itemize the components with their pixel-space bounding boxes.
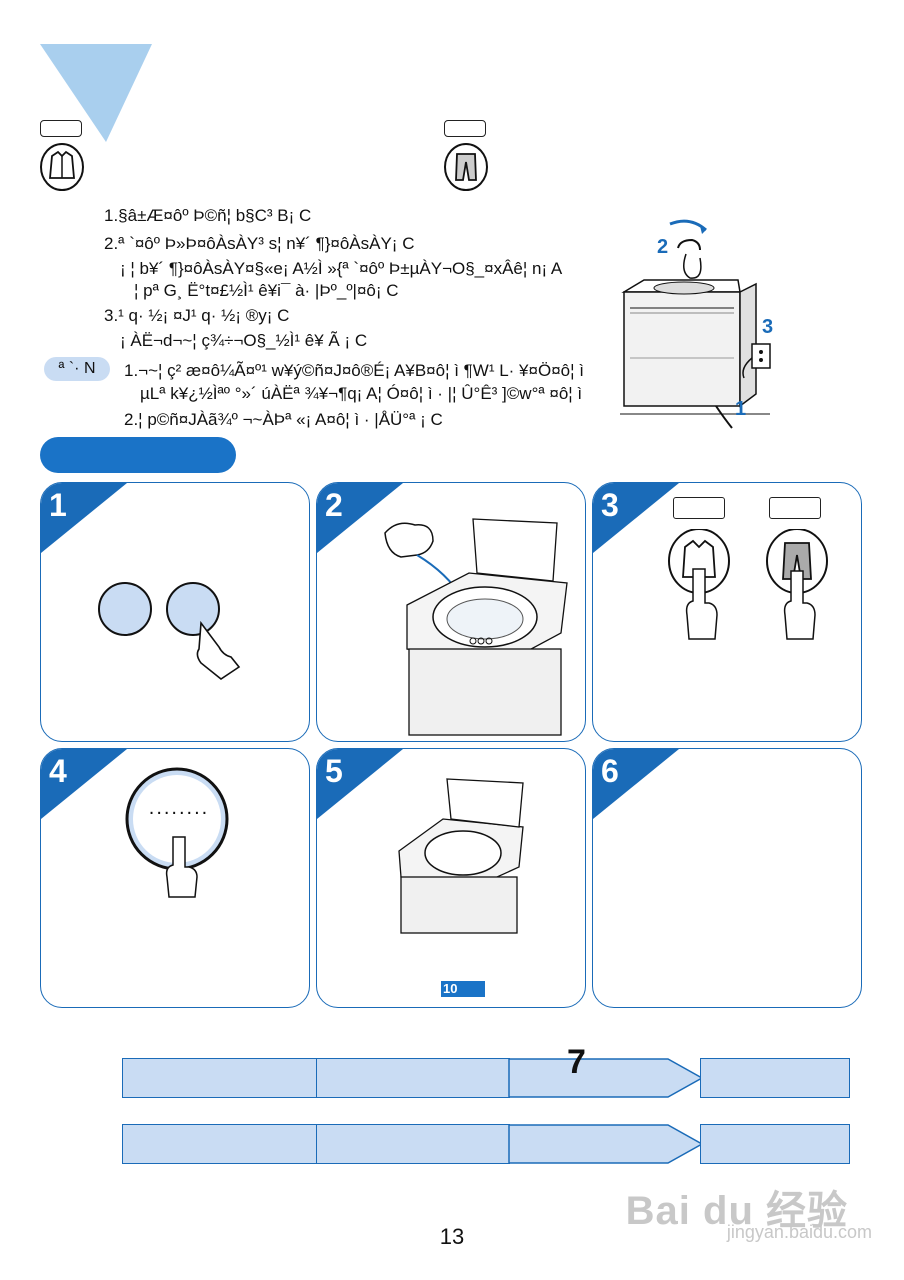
mode-select-box-right <box>769 497 821 519</box>
trousers-icon <box>444 143 488 191</box>
step-number: 5 <box>325 753 343 789</box>
start-button-press-illustration <box>125 767 229 898</box>
page-number: 13 <box>439 1224 465 1249</box>
step-number: 3 <box>601 487 619 523</box>
step-7-label: 7 <box>567 1043 586 1081</box>
instruction-line-2a: ¡ ¦ b¥´ ¶}¤ôÀsÀY¤§«e¡ A½Ì »{ª `¤ôº Þ±µÀY… <box>120 259 563 278</box>
note-line-1b: µLª k¥¿½Ìªº °»´ úÀËª ¾¥¬¶q¡ A¦ Ó¤ô¦ ì · … <box>140 384 583 403</box>
step-number: 1 <box>49 487 67 523</box>
washing-machine-setup-illustration <box>620 219 771 429</box>
note-badge: ª `· N <box>44 357 110 381</box>
step-number: 6 <box>601 753 619 789</box>
two-buttons-press-illustration <box>98 582 241 680</box>
note-line-1: 1.¬~¦ ç² æ¤ô¼Ã¤º¹ w¥ý©ñ¤J¤ô®É¡ A¥B¤ô¦ ì … <box>124 361 584 380</box>
step-panel-4: 4 ........ <box>40 748 310 1008</box>
instruction-line-2b: ¦ pª G¸ Ë°t¤£½Ì¹ ê¥i¯ à· |Þº_º|¤ô¡ C <box>134 281 399 300</box>
mode-indicator-box-left <box>40 120 82 137</box>
step-number: 4 <box>49 753 67 789</box>
mode-select-box-left <box>673 497 725 519</box>
shirt-mode-button-press <box>668 529 730 640</box>
display-dots: ........ <box>148 797 210 819</box>
note-line-2: 2.¦ p©ñ¤JÀã¾º ¬~ÀÞª «¡ A¤ô¦ ì · |ÅÜ°ª ¡ … <box>124 410 443 429</box>
step-panel-3: 3 <box>592 482 862 742</box>
shirt-icon <box>40 143 84 191</box>
step-panel-6: 6 <box>592 748 862 1008</box>
baidu-watermark-logo: Bai du 经验 <box>625 1189 848 1233</box>
baidu-watermark-url: jingyan.baidu.com <box>726 1222 872 1242</box>
step-label-2: 2 <box>657 236 669 258</box>
header-triangle <box>40 44 152 142</box>
instruction-line-3a: ¡ ÀË¬d¬~¦ ç¾÷¬O§_½Ì¹ ê¥­ Ã­ ¡ C <box>120 331 368 350</box>
step-label-3: 3 <box>762 316 774 338</box>
load-laundry-illustration <box>384 518 568 736</box>
instruction-line-1: 1.§â±Æ¤ôº Þ©ñ¦ b§C³ B¡ C <box>104 206 312 225</box>
step-panel-2: 2 <box>316 482 586 742</box>
step-panel-1: 1 <box>40 482 310 742</box>
step-label-1: 1 <box>735 398 747 420</box>
instruction-line-3: 3.¹ q· ½¡ ¤J¹ q· ½¡ ®y¡ C <box>104 306 290 325</box>
section-heading-pill <box>40 437 236 473</box>
step-number: 2 <box>325 487 343 523</box>
reference-page-badge: 10 <box>441 981 485 997</box>
close-lid-illustration <box>398 778 524 934</box>
mode-indicator-box-right <box>444 120 486 137</box>
step-panel-5: 5 10 <box>316 748 586 1008</box>
trousers-mode-button-press <box>766 529 828 640</box>
instruction-line-2: 2.ª `¤ôº Þ»Þ¤ôÀsÀY³ s¦ n¥´ ¶}¤ôÀsÀY¡ C <box>104 234 415 253</box>
